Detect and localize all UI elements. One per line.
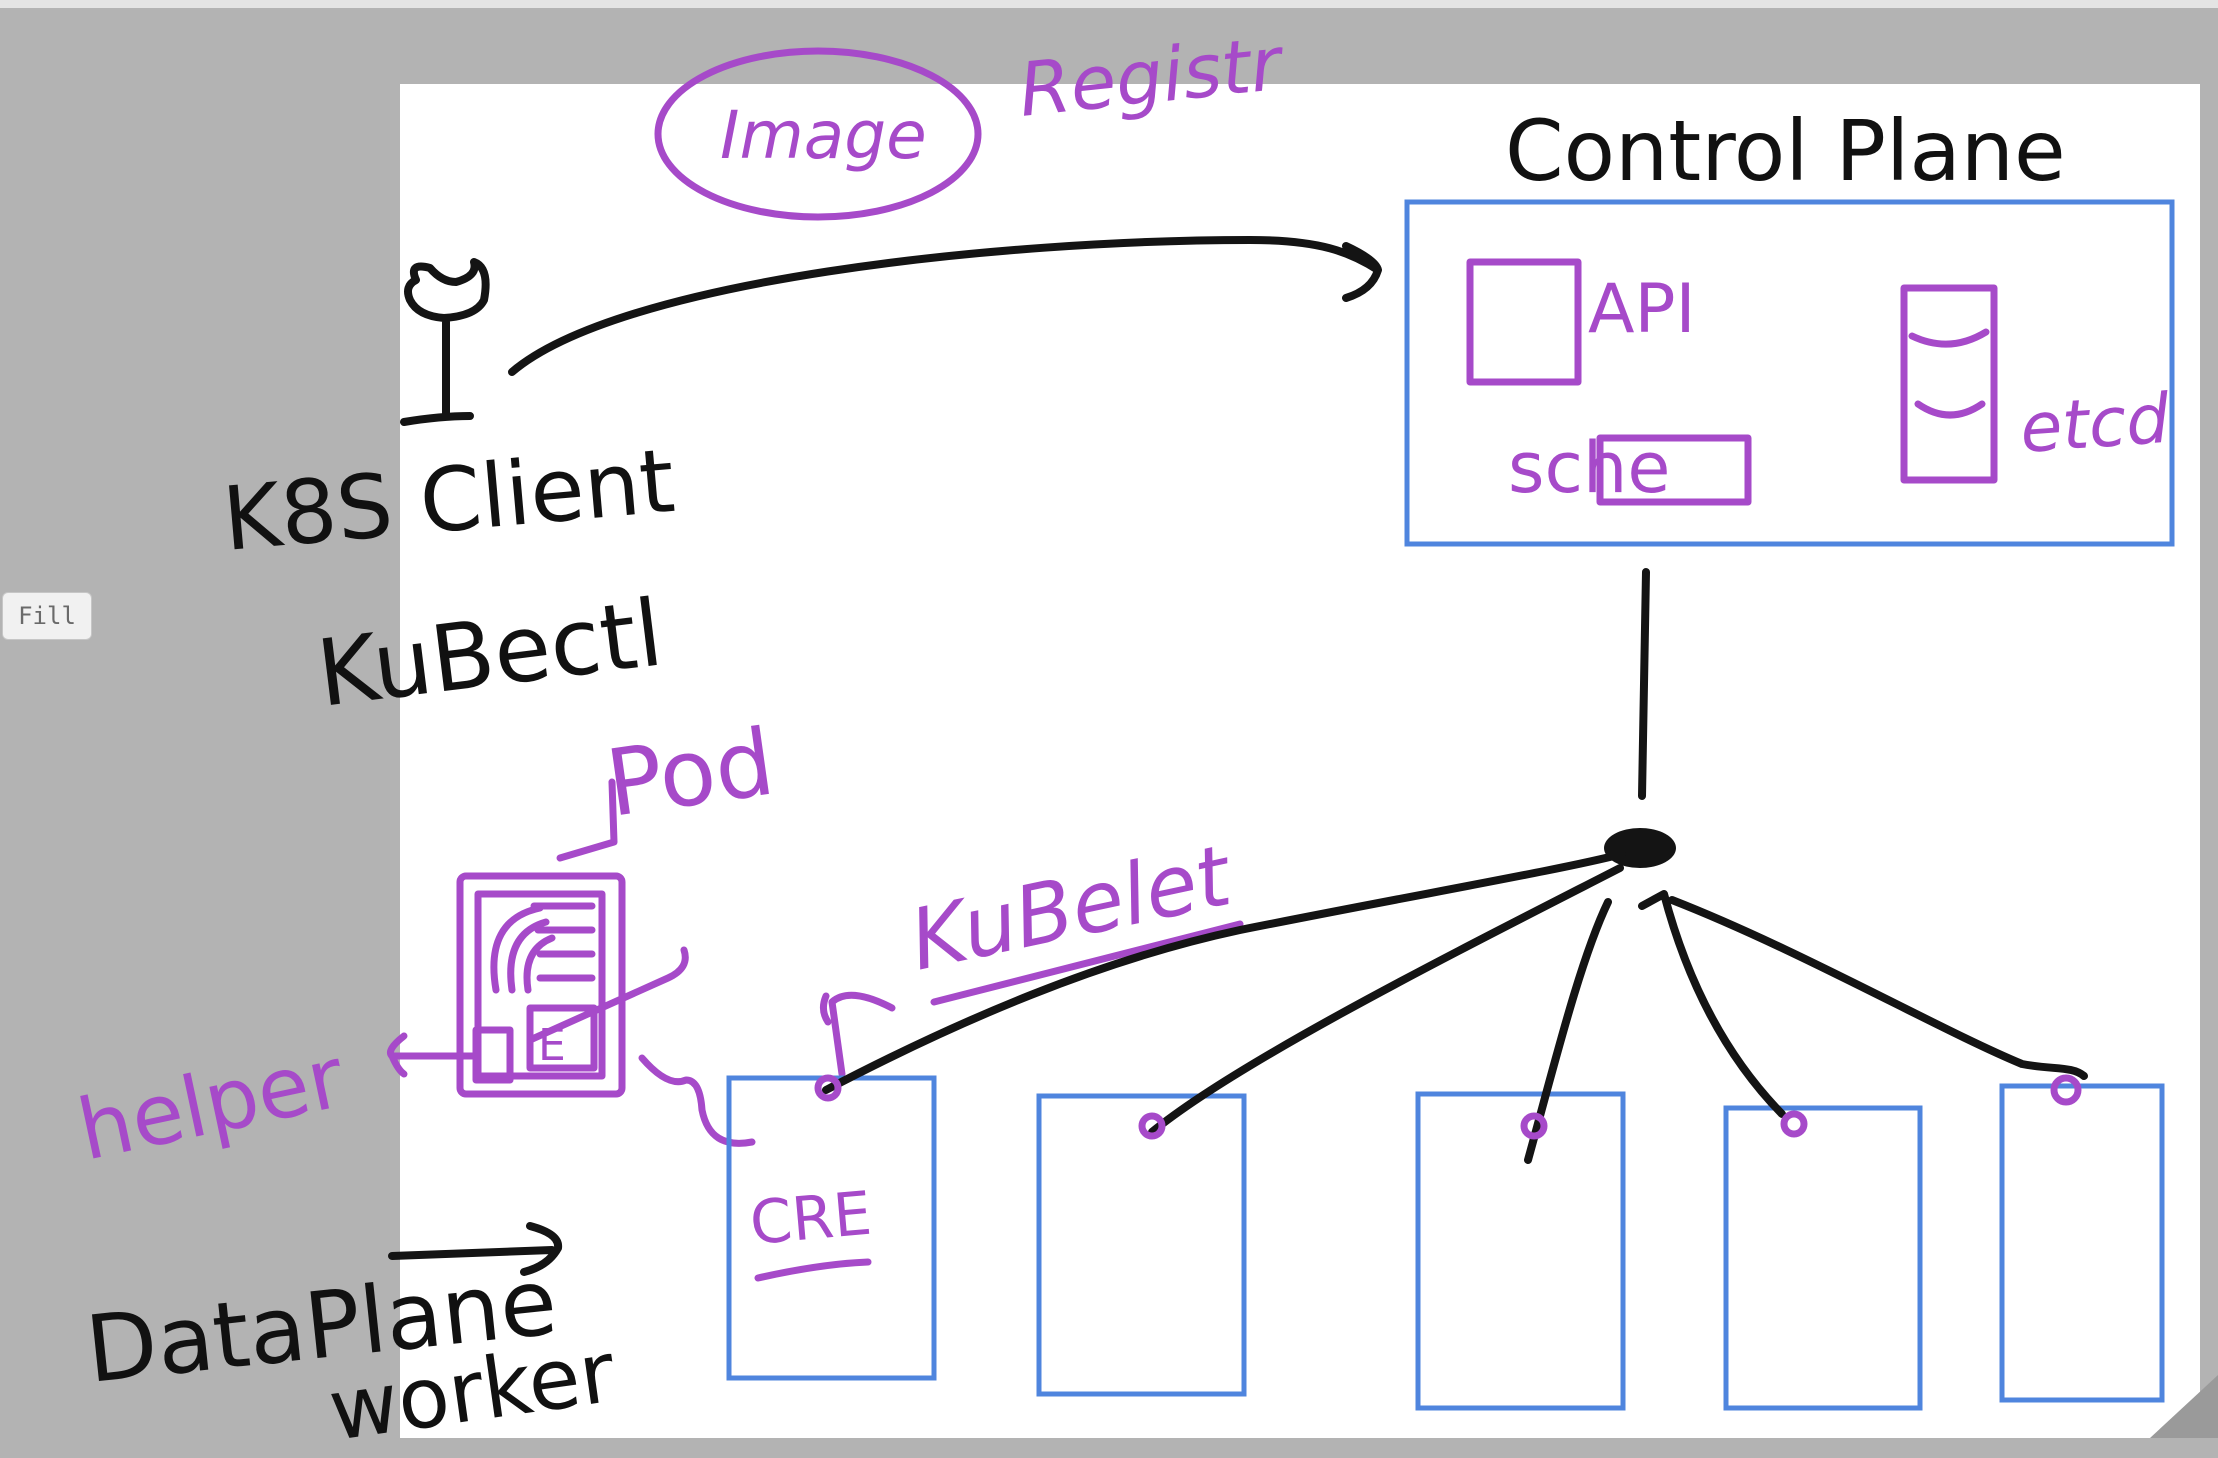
whiteboard-paper (400, 84, 2200, 1438)
control-plane-box[interactable] (1404, 199, 2175, 547)
scheduler-box[interactable] (1596, 434, 1752, 506)
pod-label: Pod (600, 709, 780, 838)
etcd-label: etcd (2018, 380, 2173, 469)
kubelet-underline (930, 920, 1244, 1006)
worker-connection-dot (1520, 1112, 1548, 1140)
pod-box[interactable] (456, 872, 626, 1098)
resize-grip-icon[interactable] (2150, 1375, 2218, 1438)
etcd-disk-bottom (1914, 400, 1986, 419)
etcd-disk-top (1908, 328, 1990, 348)
image-registry-ellipse[interactable] (654, 47, 982, 221)
worker-connection-dot (1780, 1110, 1808, 1138)
helper-label: helper (70, 1028, 353, 1180)
helper-arrow (387, 1032, 480, 1078)
worker-connection-dot (1138, 1112, 1166, 1140)
client-pin-icon[interactable] (400, 258, 490, 426)
kubelet-bracket (819, 991, 896, 1078)
fill-button[interactable]: Fill (2, 592, 92, 640)
cre-label: CRE (747, 1179, 874, 1259)
api-box[interactable] (1466, 258, 1582, 386)
hub-to-worker-5-line (1668, 896, 2088, 1080)
container-image-icon (490, 902, 596, 994)
hub-node[interactable] (1604, 828, 1676, 868)
etcd-box[interactable] (1900, 284, 1998, 484)
worker-node-box[interactable] (1415, 1091, 1626, 1411)
pod-to-kubelet-line (526, 946, 689, 1044)
top-strip (0, 0, 2218, 8)
control-to-hub-line (1638, 568, 1650, 800)
pod-inner-box[interactable] (474, 890, 606, 1080)
data-plane-arrow (388, 1222, 563, 1276)
cre-underline (754, 1258, 872, 1282)
worker-connection-dot (814, 1074, 842, 1102)
hub-to-worker-4-line (1638, 890, 1786, 1118)
client-to-control-arrow (508, 236, 1382, 376)
pod-leader-line (556, 778, 618, 862)
worker-node-box[interactable] (1036, 1093, 1247, 1397)
control-plane-label: Control Plane (1505, 102, 2066, 200)
whiteboard-canvas[interactable]: Image Registr Control Plane API sche etc… (0, 8, 2218, 1458)
hub-to-worker-3-line (1524, 898, 1612, 1164)
worker-node-box[interactable] (1999, 1083, 2165, 1403)
api-label: API (1588, 270, 1696, 349)
image-label: Image (720, 97, 927, 174)
pod-to-cre-curve (638, 1054, 756, 1147)
worker-connection-dot (2050, 1074, 2082, 1106)
worker-node-box[interactable] (1723, 1105, 1923, 1411)
hub-to-worker-1-line (822, 850, 1626, 1094)
hub-to-worker-2-line (1148, 864, 1624, 1136)
